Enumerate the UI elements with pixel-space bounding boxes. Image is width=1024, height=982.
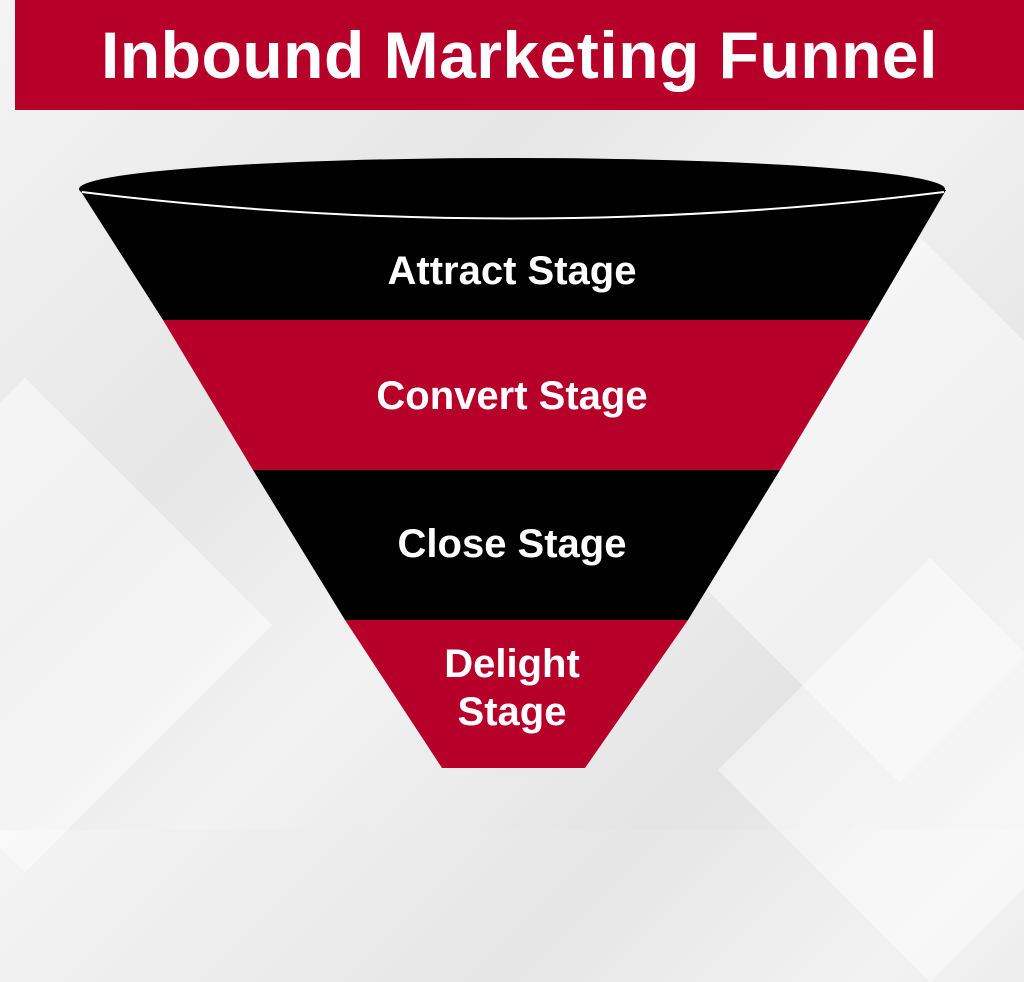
page-title: Inbound Marketing Funnel [101, 18, 938, 92]
funnel-stage-convert [163, 320, 870, 470]
title-banner: Inbound Marketing Funnel [15, 0, 1024, 110]
funnel-stage-close [253, 470, 780, 620]
funnel-stage-attract [80, 190, 946, 320]
funnel-rim-highlight [81, 191, 945, 220]
stage-label-close: Close Stage [397, 522, 627, 566]
funnel-diagram [79, 158, 946, 768]
stage-label-delight-line2: Stage [457, 690, 567, 734]
stage-label-delight-line1: Delight [444, 642, 580, 686]
stage-label-attract: Attract Stage [387, 249, 637, 293]
stage-label-convert: Convert Stage [376, 374, 648, 418]
funnel-stage-delight [345, 620, 688, 768]
funnel-rim [79, 158, 945, 220]
